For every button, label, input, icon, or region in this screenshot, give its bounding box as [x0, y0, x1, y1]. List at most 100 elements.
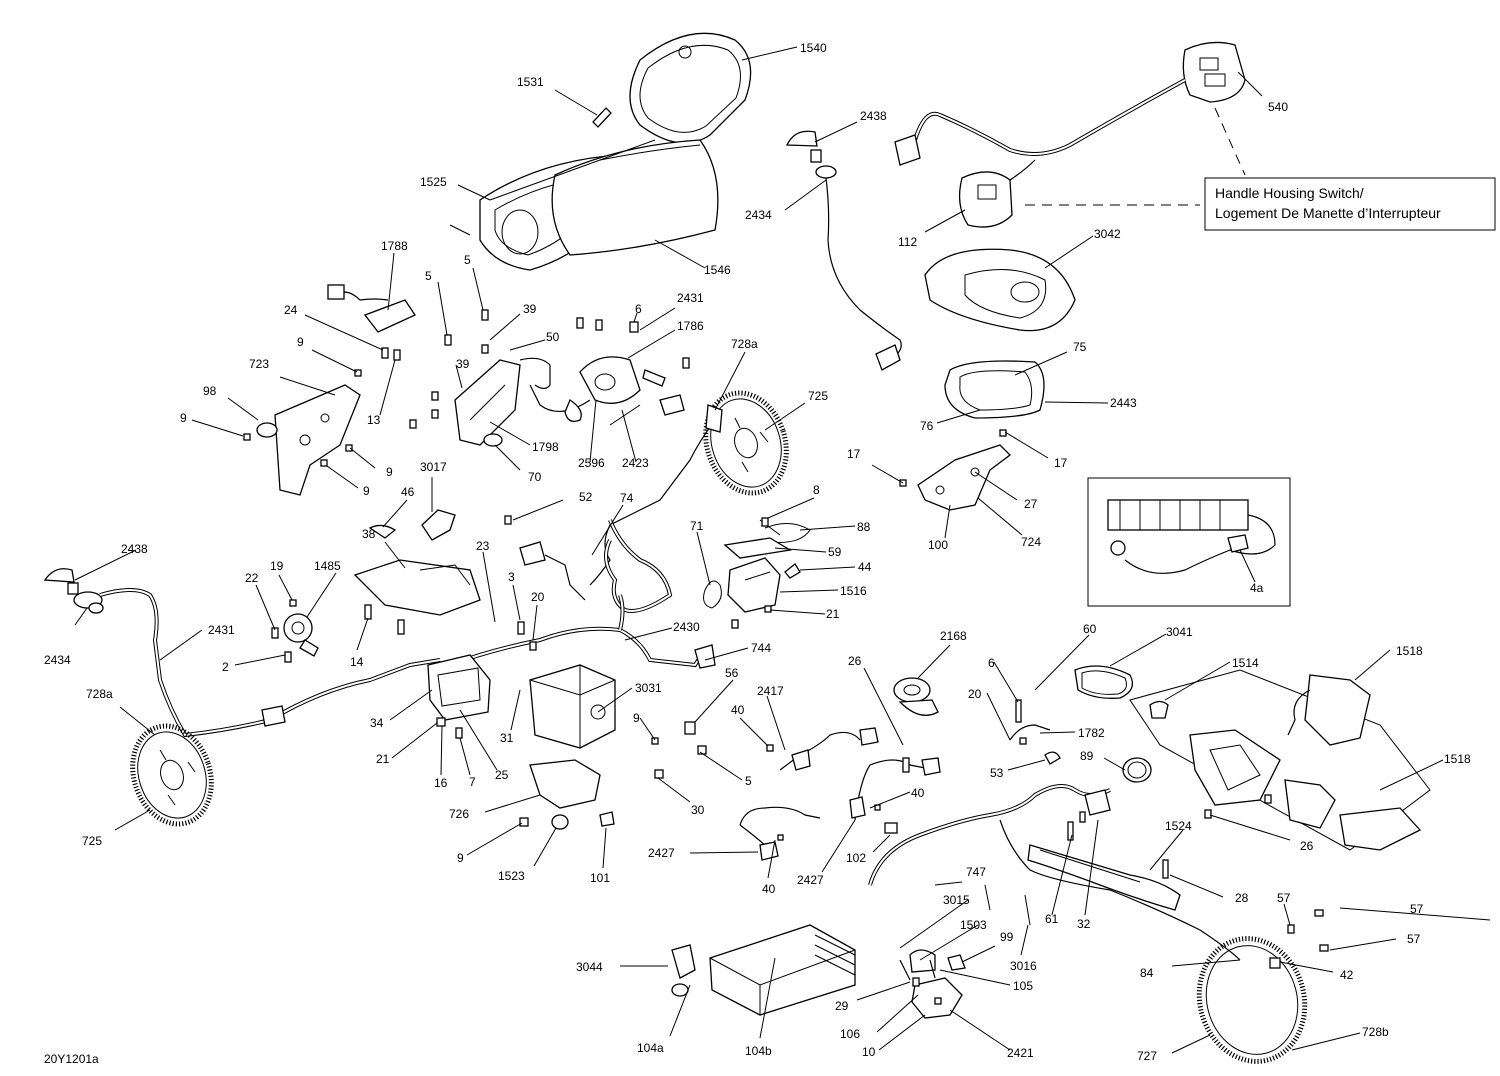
part-1540-gauge-bezel	[629, 32, 752, 144]
part-112-handle-switch-left	[958, 159, 1036, 228]
part-540-handle-switch-right	[1182, 41, 1246, 103]
part-label: 32	[1077, 917, 1091, 931]
part-label: 1540	[800, 41, 827, 55]
callout-line-1: Handle Housing Switch/	[1215, 185, 1364, 201]
part-label: 52	[579, 490, 593, 504]
part-label: 4a	[1250, 581, 1264, 595]
part-label: 61	[1045, 912, 1059, 926]
part-label: 2596	[578, 456, 605, 470]
part-label: 29	[835, 999, 849, 1013]
part-1788-connector	[327, 284, 416, 333]
part-label: 6	[988, 656, 995, 670]
part-53-clip	[1044, 751, 1061, 765]
part-label: 8	[813, 483, 820, 497]
part-label: 19	[270, 559, 284, 573]
part-38-bracket	[353, 559, 481, 616]
part-label: 2417	[757, 684, 784, 698]
part-label: 3	[508, 570, 515, 584]
diagram-id: 20Y1201a	[44, 1052, 99, 1066]
part-2434-sensor-harness-upper	[825, 177, 902, 371]
part-2438-cap-upper	[785, 130, 837, 179]
part-label: 74	[620, 491, 634, 505]
part-label: 26	[848, 654, 862, 668]
part-label: 2421	[1007, 1046, 1034, 1060]
part-label: 39	[456, 357, 470, 371]
part-label: 70	[528, 470, 542, 484]
part-34-connector-block	[427, 654, 491, 721]
part-728a-sensor-upper	[589, 404, 723, 586]
part-3031-abs-module	[529, 664, 616, 749]
part-label: 9	[363, 484, 370, 498]
part-1546-cluster-lens	[551, 139, 719, 256]
part-label: 540	[1268, 100, 1288, 114]
part-label: 2438	[121, 542, 148, 556]
part-label: 724	[1021, 535, 1041, 549]
part-540-harness	[894, 78, 1186, 166]
part-726-bracket	[529, 759, 601, 809]
part-label: 1524	[1165, 819, 1192, 833]
part-label: 3015	[943, 893, 970, 907]
part-label: 9	[457, 851, 464, 865]
part-label: 1798	[532, 440, 559, 454]
part-label: 3016	[1010, 959, 1037, 973]
part-1782-wire	[1009, 724, 1051, 741]
part-2423-pin	[609, 394, 685, 426]
part-3042-cover	[924, 248, 1076, 332]
part-label: 725	[82, 834, 102, 848]
part-label: 25	[495, 768, 509, 782]
part-2431-harness-lower	[99, 588, 441, 738]
part-label: 1782	[1078, 726, 1105, 740]
part-label: 7	[469, 775, 476, 789]
part-1485-sensor	[283, 613, 319, 657]
part-label: 34	[370, 716, 384, 730]
part-1514-cover-group	[1129, 669, 1431, 851]
handle-housing-switch-callout: Handle Housing Switch/ Logement De Manet…	[1025, 107, 1496, 231]
part-label: 3041	[1166, 625, 1193, 639]
part-label: 105	[1013, 979, 1033, 993]
part-label: 31	[500, 731, 514, 745]
part-label: 46	[401, 485, 415, 499]
part-label: 20	[968, 687, 982, 701]
part-label: 42	[1340, 968, 1354, 982]
part-50-wire	[519, 357, 551, 390]
part-label: 2168	[940, 629, 967, 643]
part-label: 21	[826, 607, 840, 621]
part-2430-main-harness	[449, 594, 716, 669]
part-label: 27	[1024, 497, 1038, 511]
part-label: 725	[808, 389, 828, 403]
part-3016-pin	[1024, 894, 1031, 926]
part-label: 23	[476, 539, 490, 553]
part-label: 1788	[381, 239, 408, 253]
part-label: 2431	[677, 291, 704, 305]
part-label: 20	[531, 590, 545, 604]
part-label: 9	[180, 411, 187, 425]
part-725-tone-wheel-upper	[703, 390, 789, 496]
part-label: 2427	[797, 873, 824, 887]
part-label: 57	[1410, 902, 1424, 916]
part-label: 14	[350, 655, 364, 669]
part-3017-clip	[421, 509, 456, 541]
part-label: 1786	[677, 319, 704, 333]
part-44-clip	[784, 563, 801, 579]
part-label: 16	[434, 776, 448, 790]
part-label: 99	[1000, 930, 1014, 944]
part-724-bracket	[917, 444, 1011, 511]
part-1798-bracket	[454, 359, 521, 447]
part-label: 1531	[517, 75, 544, 89]
part-label: 2423	[622, 456, 649, 470]
part-label: 2	[222, 660, 229, 674]
part-label: 1485	[314, 559, 341, 573]
part-104a-ecu	[709, 924, 856, 1016]
part-label: 2443	[1110, 396, 1137, 410]
part-label: 50	[546, 330, 560, 344]
part-label: 728a	[86, 687, 113, 701]
part-2438-cap-lower	[43, 568, 79, 595]
callout-box	[1204, 177, 1496, 231]
part-label: 1516	[840, 584, 867, 598]
part-label: 3042	[1094, 227, 1121, 241]
part-label: 727	[1137, 1049, 1157, 1063]
part-label: 9	[297, 335, 304, 349]
part-label: 100	[928, 538, 948, 552]
part-89-ring	[1122, 757, 1152, 783]
